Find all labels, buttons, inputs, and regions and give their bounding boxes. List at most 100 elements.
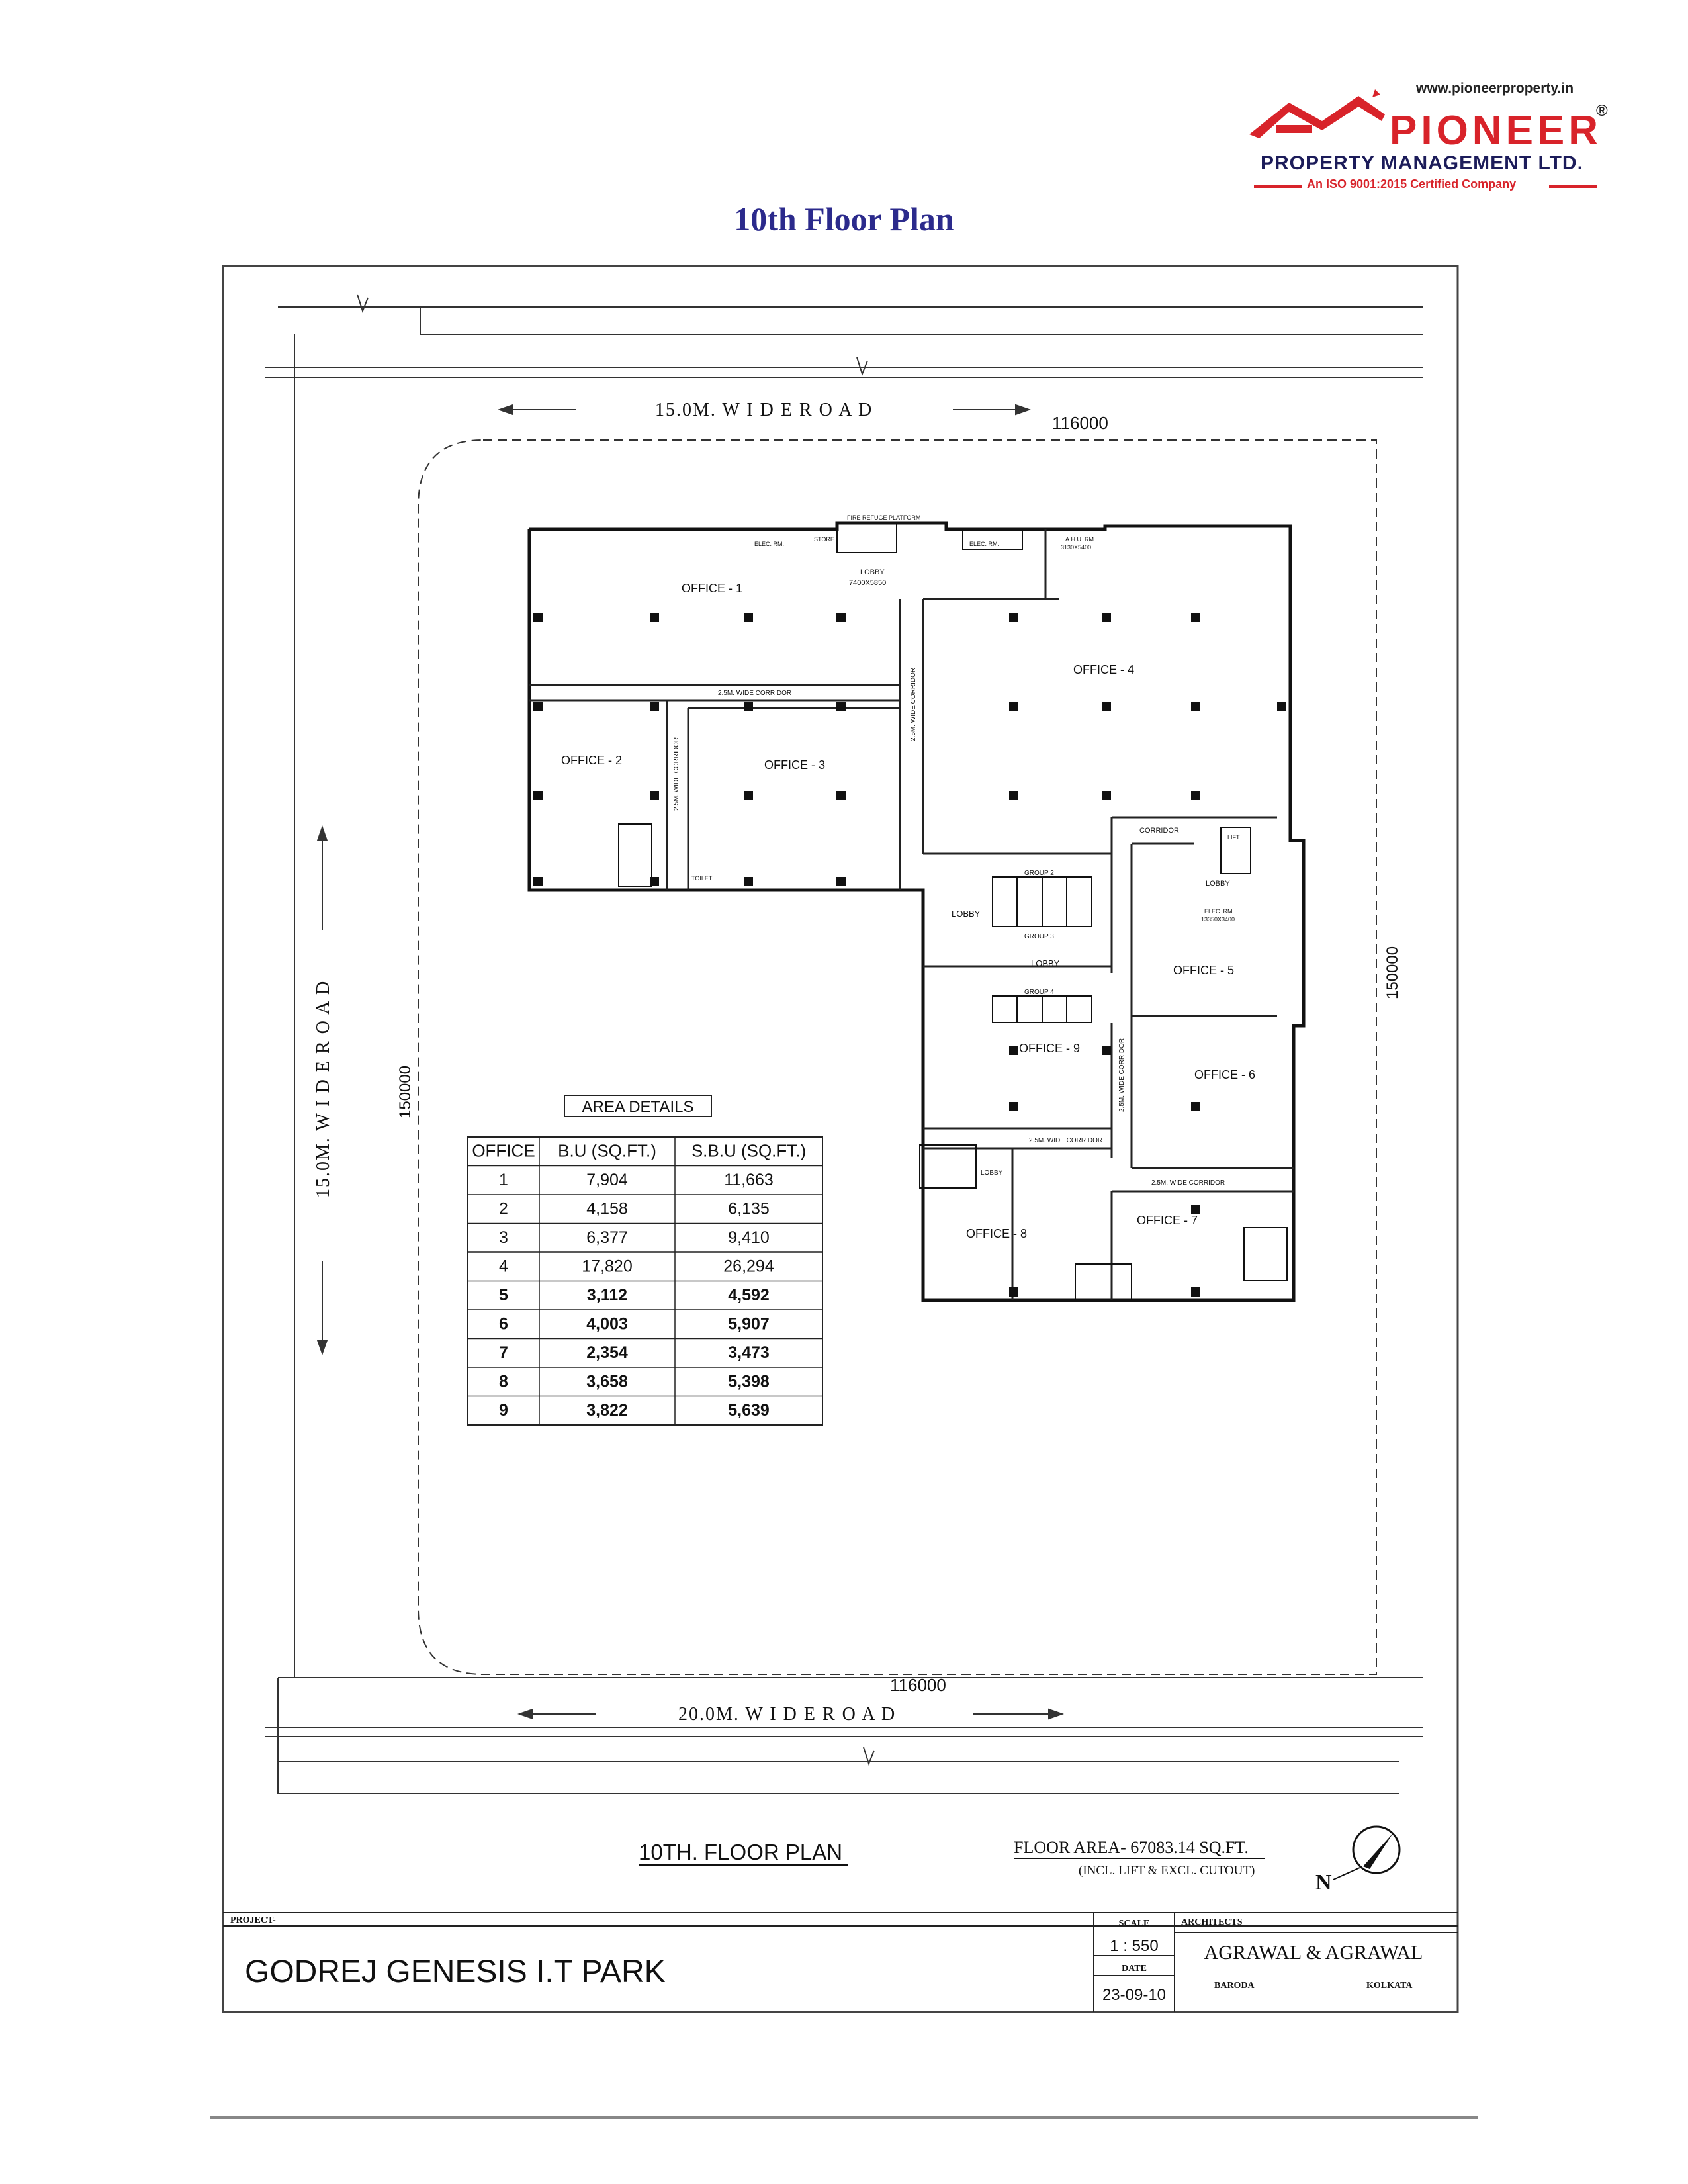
corridor-right-label: CORRIDOR — [1139, 827, 1179, 835]
area-table-cell: 4,003 — [586, 1315, 628, 1334]
elec-room-2: ELEC. RM. — [969, 541, 999, 547]
area-table-header: B.U (SQ.FT.) — [558, 1141, 656, 1161]
office-1-label: OFFICE - 1 — [682, 582, 742, 595]
building-outline — [527, 521, 1306, 1302]
lobby-mid-label: LOBBY — [1031, 958, 1060, 968]
area-table-cell: 3,658 — [586, 1373, 628, 1391]
group-4-label: GROUP 4 — [1024, 989, 1054, 996]
structural-columns — [533, 613, 1286, 1297]
area-table-cell: 2 — [499, 1200, 508, 1218]
area-table-cell: 3 — [499, 1228, 508, 1247]
brand-name: PIONEER — [1390, 108, 1603, 154]
office-2-label: OFFICE - 2 — [561, 754, 622, 767]
left-dimension: 150000 — [396, 1066, 414, 1118]
area-table-cell: 5,907 — [728, 1315, 770, 1334]
corridor-top-label: 2.5M. WIDE CORRIDOR — [718, 690, 791, 697]
elec-right-dim: 13350X3400 — [1201, 916, 1235, 923]
right-dimension: 150000 — [1384, 946, 1401, 999]
office-5-label: OFFICE - 5 — [1173, 964, 1234, 977]
area-table-cell: 1 — [499, 1171, 508, 1189]
area-table-cell: 5,639 — [728, 1401, 770, 1420]
elec-room-1: ELEC. RM. — [754, 541, 784, 547]
brand-iso-text: An ISO 9001:2015 Certified Company — [1307, 177, 1517, 191]
area-table-header: S.B.U (SQ.FT.) — [691, 1141, 806, 1161]
area-table-cell: 6,135 — [728, 1200, 770, 1218]
lift-label: LIFT — [1227, 834, 1240, 841]
bottom-road-label: 20.0M. W I D E R O A D — [678, 1704, 896, 1725]
project-name: GODREJ GENESIS I.T PARK — [245, 1954, 666, 1989]
area-table-cell: 4 — [499, 1257, 508, 1276]
area-table-cell: 7 — [499, 1343, 508, 1362]
fire-refuge-label: FIRE REFUGE PLATFORM — [847, 514, 920, 521]
floor-area-note: (INCL. LIFT & EXCL. CUTOUT) — [1079, 1864, 1255, 1878]
architects-label: ARCHITECTS — [1181, 1917, 1243, 1927]
lift-core-boxes — [618, 522, 1288, 1301]
bottom-road — [265, 1678, 1423, 1794]
lobby-right-label: LOBBY — [1206, 880, 1230, 887]
corridor-bottom-label: 2.5M. WIDE CORRIDOR — [1151, 1179, 1225, 1187]
group-3-label: GROUP 3 — [1024, 933, 1054, 940]
area-table-cell: 3,473 — [728, 1343, 770, 1362]
lobby-center-label: LOBBY — [952, 909, 981, 919]
bottom-dimension: 116000 — [890, 1675, 946, 1695]
area-table-cell: 3,822 — [586, 1401, 628, 1420]
interior-walls — [529, 529, 1294, 1300]
area-table-cell: 4,158 — [586, 1200, 628, 1218]
area-table-cell: 7,904 — [586, 1171, 628, 1189]
lobby-main-label: LOBBY — [860, 569, 885, 576]
ahu-dim: 3130X5400 — [1061, 544, 1091, 551]
area-table-cell: 5 — [499, 1286, 508, 1304]
pioneer-house-logo-icon — [1249, 89, 1385, 138]
lobby-lower-label: LOBBY — [981, 1169, 1003, 1177]
scale-value: 1 : 550 — [1110, 1937, 1158, 1955]
office-9-label: OFFICE - 9 — [1019, 1042, 1080, 1055]
group-2-label: GROUP 2 — [1024, 870, 1054, 877]
top-road-label: 15.0M. W I D E R O A D — [655, 400, 873, 420]
top-road — [265, 294, 1423, 378]
brand-subtitle: PROPERTY MANAGEMENT LTD. — [1261, 152, 1583, 174]
office-6-label: OFFICE - 6 — [1194, 1068, 1255, 1081]
area-table-title-box — [564, 1095, 712, 1117]
area-table-cell: 26,294 — [723, 1257, 774, 1276]
corridor-vertical-1: 2.5M. WIDE CORRIDOR — [910, 668, 917, 741]
office-4-label: OFFICE - 4 — [1073, 663, 1134, 676]
area-table-cell: 2,354 — [586, 1343, 628, 1362]
north-arrow-icon — [1333, 1825, 1401, 1880]
scale-label: SCALE — [1119, 1919, 1150, 1929]
area-table-cell: 9 — [499, 1401, 508, 1420]
ahu-label: A.H.U. RM. — [1065, 536, 1096, 543]
corridor-vertical-3: 2.5M. WIDE CORRIDOR — [1118, 1038, 1126, 1112]
floor-area: FLOOR AREA- 67083.14 SQ.FT. — [1014, 1838, 1249, 1857]
area-table-cell: 4,592 — [728, 1286, 770, 1304]
brand-url: www.pioneerproperty.in — [1416, 81, 1574, 96]
office-3-label: OFFICE - 3 — [764, 758, 825, 772]
area-table-cell: 8 — [499, 1373, 508, 1391]
brand-registered-mark: ® — [1596, 102, 1608, 120]
area-table-cell: 5,398 — [728, 1373, 770, 1391]
corridor-vertical-2: 2.5M. WIDE CORRIDOR — [673, 737, 680, 811]
office-8-label: OFFICE - 8 — [966, 1227, 1027, 1240]
architects-name: AGRAWAL & AGRAWAL — [1204, 1942, 1423, 1964]
elec-right-label: ELEC. RM. — [1204, 908, 1234, 915]
title-block — [223, 1912, 1458, 2012]
area-table-cell: 6,377 — [586, 1228, 628, 1247]
area-table-cell: 6 — [499, 1315, 508, 1334]
area-table-title: AREA DETAILS — [582, 1098, 694, 1116]
page-title: 10th Floor Plan — [734, 201, 954, 238]
area-table-cell: 11,663 — [724, 1171, 774, 1189]
office-7-label: OFFICE - 7 — [1137, 1214, 1198, 1227]
left-road-label: 15.0M. W I D E R O A D — [313, 980, 333, 1198]
corridor-mid-label: 2.5M. WIDE CORRIDOR — [1029, 1137, 1102, 1144]
plot-boundary — [418, 439, 1377, 1675]
bottom-road-arrows — [517, 1708, 1065, 1720]
architects-city-2: KOLKATA — [1366, 1981, 1413, 1991]
top-dimension: 116000 — [1052, 413, 1108, 433]
project-label: PROJECT- — [230, 1915, 276, 1925]
north-label: N — [1315, 1870, 1332, 1895]
date-value: 23-09-10 — [1102, 1986, 1166, 2004]
left-road-arrows — [316, 825, 328, 1356]
left-road — [278, 334, 1423, 1678]
brand-iso-bar — [1254, 185, 1597, 188]
lobby-main-dim: 7400X5850 — [849, 579, 886, 587]
